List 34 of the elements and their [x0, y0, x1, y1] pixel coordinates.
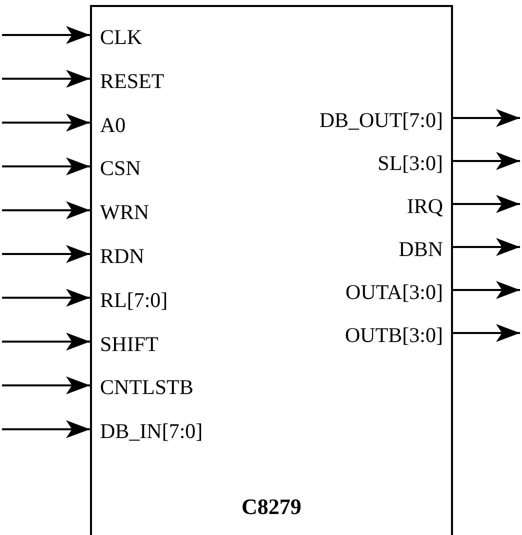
- pin-label: SL[3:0]: [378, 151, 443, 175]
- arrow: [453, 238, 520, 256]
- pin-label: RDN: [100, 244, 144, 268]
- pin-label: SHIFT: [100, 332, 158, 356]
- arrow: [2, 201, 90, 220]
- arrow: [2, 376, 90, 394]
- pin-label: DBN: [398, 237, 443, 261]
- pin-label: CLK: [100, 25, 142, 49]
- pin-label: OUTB[3:0]: [345, 323, 443, 347]
- pin-label: CNTLSTB: [100, 375, 194, 400]
- chip-block: [90, 5, 453, 535]
- pin-label: IRQ: [406, 194, 443, 218]
- arrow: [453, 281, 520, 299]
- pin-label: DB_IN[7:0]: [100, 419, 203, 444]
- arrow: [453, 195, 520, 213]
- pin-label: RESET: [100, 68, 164, 93]
- arrow: [2, 70, 90, 88]
- arrow: [2, 332, 90, 351]
- pin-label: WRN: [100, 200, 149, 224]
- arrow: [453, 109, 520, 127]
- arrow: [2, 420, 90, 438]
- pin-label: A0: [100, 112, 126, 137]
- arrow: [453, 324, 520, 342]
- pin-label: DB_OUT[7:0]: [319, 108, 443, 132]
- arrow: [2, 288, 90, 307]
- pin-label: CSN: [100, 156, 141, 180]
- arrow: [453, 152, 520, 170]
- arrow: [2, 157, 90, 176]
- arrow: [2, 245, 90, 263]
- chip-name: C8279: [240, 495, 302, 519]
- pin-label: OUTA[3:0]: [346, 280, 443, 304]
- pin-label: RL[7:0]: [100, 288, 168, 312]
- arrow: [2, 26, 90, 44]
- arrow: [2, 114, 90, 132]
